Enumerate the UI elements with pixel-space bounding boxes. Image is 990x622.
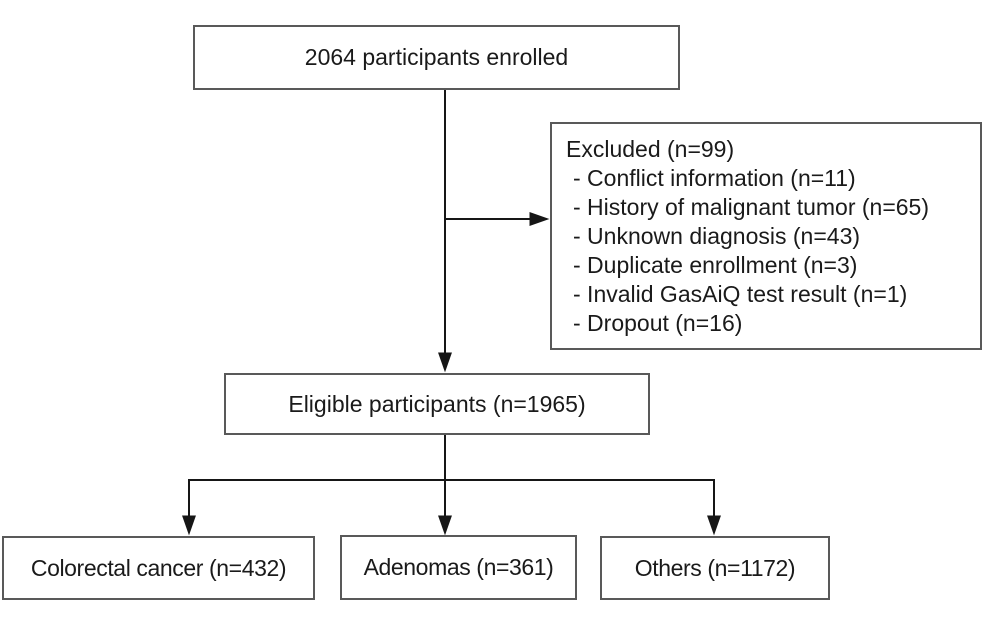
outcome-label: Others (n=1172) — [634, 554, 796, 581]
excluded-item: - Conflict information (n=11) — [573, 165, 856, 191]
outcome-box-colorectal-cancer: Colorectal cancer (n=432) — [2, 536, 315, 600]
enrolled-box: 2064 participants enrolled — [193, 25, 680, 90]
eligible-label: Eligible participants (n=1965) — [288, 390, 586, 417]
excluded-item: - Dropout (n=16) — [573, 310, 743, 336]
excluded-box: Excluded (n=99) - Conflict information (… — [550, 122, 982, 350]
outcome-label: Colorectal cancer (n=432) — [30, 554, 287, 581]
excluded-item: - Invalid GasAiQ test result (n=1) — [573, 281, 908, 307]
excluded-item: - History of malignant tumor (n=65) — [573, 194, 929, 220]
outcome-box-adenomas: Adenomas (n=361) — [340, 535, 577, 600]
enrolled-label: 2064 participants enrolled — [304, 44, 569, 70]
excluded-title: Excluded (n=99) — [566, 136, 735, 162]
eligible-box: Eligible participants (n=1965) — [224, 373, 650, 435]
outcome-label: Adenomas (n=361) — [363, 554, 554, 580]
excluded-item: - Unknown diagnosis (n=43) — [573, 223, 861, 249]
outcome-box-others: Others (n=1172) — [600, 536, 830, 600]
excluded-item: - Duplicate enrollment (n=3) — [573, 252, 858, 278]
